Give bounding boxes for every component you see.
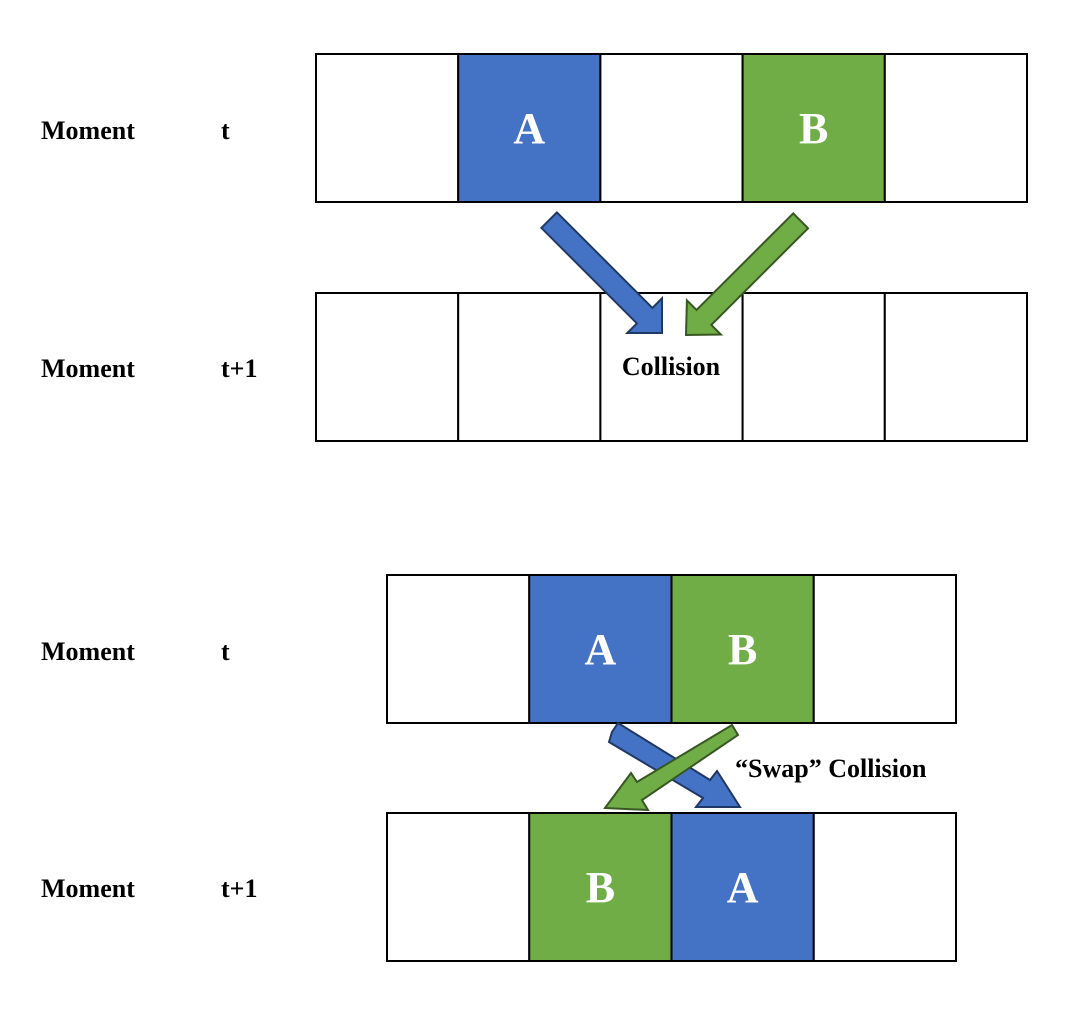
agent-cell-a: A (670, 812, 815, 962)
grid-cell (670, 812, 815, 962)
agent-letter: B (799, 104, 828, 153)
empty-cell (386, 812, 531, 962)
moment-label: Moment (41, 874, 135, 903)
grid-cell (812, 574, 957, 724)
grid-cell (812, 812, 957, 962)
moment-label: Moment (41, 637, 135, 666)
grid-cell (599, 53, 744, 203)
grid-cell (457, 292, 602, 442)
agent-letter: B (586, 863, 615, 912)
grid-cell (670, 574, 815, 724)
time-label: t+1 (221, 354, 257, 383)
empty-cell (315, 53, 460, 203)
moment-label: Moment (41, 354, 135, 383)
empty-cell (599, 53, 744, 203)
empty-cell (315, 292, 460, 442)
grid-cell (315, 292, 460, 442)
moment-label: Moment (41, 116, 135, 145)
arrow-down-right-icon (539, 210, 663, 334)
empty-cell (883, 292, 1028, 442)
agent-letter: A (584, 625, 616, 674)
collision-label: Collision (622, 352, 721, 381)
grid-cell (386, 574, 531, 724)
arrow-down-left-icon (603, 723, 740, 812)
agent-cell-a: A (528, 574, 673, 724)
agent-letter: A (513, 104, 545, 153)
agent-cell-b: B (670, 574, 815, 724)
grid-cell (883, 53, 1028, 203)
empty-cell (741, 292, 886, 442)
agent-letter: A (727, 863, 759, 912)
grid-cell (457, 53, 602, 203)
empty-cell (812, 812, 957, 962)
grid-cell (883, 292, 1028, 442)
empty-cell (883, 53, 1028, 203)
empty-cell (386, 574, 531, 724)
agent-cell-b: B (741, 53, 886, 203)
grid-row-t-plus-1 (315, 292, 1028, 442)
empty-cell (812, 574, 957, 724)
grid-cell (528, 812, 673, 962)
empty-cell (457, 292, 602, 442)
agent-cell-a: A (457, 53, 602, 203)
time-label: t (221, 116, 230, 145)
grid-cell (741, 292, 886, 442)
grid-cell (386, 812, 531, 962)
swap-collision-label: “Swap” Collision (735, 754, 927, 783)
grid-cell (315, 53, 460, 203)
grid-cell (741, 53, 886, 203)
agent-letter: B (728, 625, 757, 674)
arrow-down-left-icon (684, 211, 810, 337)
agent-cell-b: B (528, 812, 673, 962)
time-label: t (221, 637, 230, 666)
time-label: t+1 (221, 874, 257, 903)
